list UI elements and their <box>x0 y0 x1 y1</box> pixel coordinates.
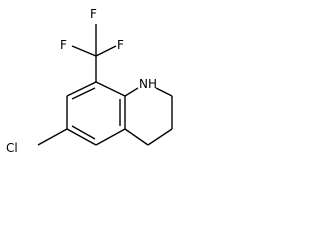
bond-c4a-c5 <box>95 128 126 146</box>
atom-labels: NH Cl F F F <box>6 7 157 155</box>
bond-c5-c6-inner <box>71 125 96 140</box>
f-right-label: F <box>117 38 124 52</box>
bond-c4-c4a <box>124 128 149 146</box>
bond-c6-cl <box>37 128 68 146</box>
f-left-label: F <box>60 38 67 52</box>
bond-cf3-f-right <box>95 45 117 57</box>
bond-c3-c4 <box>147 128 173 146</box>
bond-c7-c8 <box>66 81 97 97</box>
bond-n1-c2 <box>155 87 173 97</box>
bond-c7-c8-inner <box>71 87 96 100</box>
piperidine-ring <box>124 87 173 146</box>
bond-c8-c8a <box>95 81 126 97</box>
nh-label: NH <box>139 77 157 91</box>
bond-c5-c6 <box>66 128 97 146</box>
molecule-structure: NH Cl F F F <box>6 7 173 155</box>
substituent-bonds <box>37 24 117 146</box>
bond-c8a-n1 <box>124 87 139 97</box>
bond-cf3-f-left <box>71 45 97 57</box>
cl-label: Cl <box>6 141 18 155</box>
f-top-label: F <box>90 7 97 21</box>
benzene-ring <box>66 81 126 146</box>
